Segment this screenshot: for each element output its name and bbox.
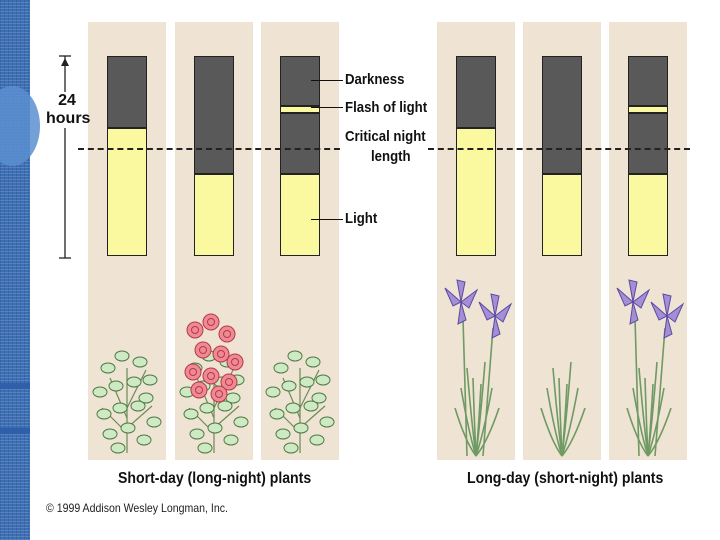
rose-plant-flowering-icon <box>175 258 253 458</box>
photoperiod-bar <box>542 56 582 256</box>
slide-decoration-bar <box>0 383 30 389</box>
light-label: Light <box>345 210 377 227</box>
darkness-segment <box>108 57 146 129</box>
light-segment <box>108 127 146 255</box>
darkness-segment <box>195 57 233 175</box>
darkness-leader <box>311 80 343 81</box>
short-day-caption: Short-day (long-night) plants <box>118 470 311 488</box>
rose-plant-vegetative-icon <box>261 258 339 458</box>
photoperiod-bar <box>280 56 320 256</box>
iris-plant-vegetative-icon <box>523 258 601 458</box>
critical-night-line <box>78 148 340 150</box>
photoperiod-bar <box>107 56 147 256</box>
slide-side-strip <box>0 0 30 540</box>
copyright-notice: © 1999 Addison Wesley Longman, Inc. <box>46 501 228 515</box>
flash-leader <box>311 107 343 108</box>
critical-night-line <box>428 148 690 150</box>
24-hour-scale <box>55 52 75 262</box>
long-day-caption: Long-day (short-night) plants <box>467 470 663 488</box>
light-leader <box>311 219 343 220</box>
iris-plant-flowering-icon <box>437 258 515 458</box>
scale-label: 24 hours <box>46 92 88 128</box>
photoperiod-bar <box>456 56 496 256</box>
light-segment <box>543 173 581 255</box>
darkness-segment <box>543 57 581 175</box>
photoperiod-bar <box>628 56 668 256</box>
darkness-segment <box>281 57 319 175</box>
light-segment <box>629 173 667 255</box>
photoperiod-bar <box>194 56 234 256</box>
light-segment <box>281 173 319 255</box>
slide-decoration-circle <box>0 86 40 166</box>
scale-label-unit: hours <box>46 110 88 128</box>
flash-of-light-label: Flash of light <box>345 99 427 116</box>
darkness-segment <box>457 57 495 129</box>
critical-night-label-2: length <box>371 148 411 165</box>
critical-night-label: Critical night <box>345 128 426 145</box>
darkness-segment <box>629 57 667 175</box>
scale-label-number: 24 <box>46 92 88 110</box>
darkness-label: Darkness <box>345 71 404 88</box>
slide-decoration-bar <box>0 428 30 434</box>
flash-of-light-segment <box>629 105 667 114</box>
rose-plant-vegetative-icon <box>88 258 166 458</box>
light-segment <box>457 127 495 255</box>
light-segment <box>195 173 233 255</box>
iris-plant-flowering-icon <box>609 258 687 458</box>
